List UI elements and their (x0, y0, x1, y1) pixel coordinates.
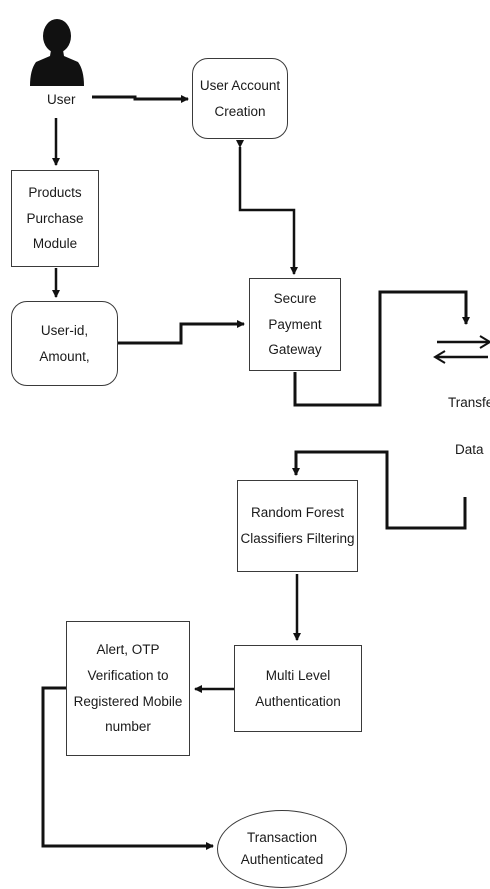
secure-payment-gateway-box: Secure Payment Gateway (249, 278, 341, 371)
alert-otp-line-2: Verification to (87, 667, 169, 683)
multi-level-line-1: Multi Level (265, 667, 331, 683)
random-forest-classifiers-box: Random Forest Classifiers Filtering (237, 480, 358, 572)
edge-user-amount-to-gateway (118, 320, 245, 345)
alert-otp-verification-box: Alert, OTP Verification to Registered Mo… (66, 621, 190, 756)
purchase-module-line-2: Purchase (26, 210, 84, 226)
user-id-amount-box: User-id, Amount, (11, 301, 118, 386)
edge-account-creation-to-gateway (236, 140, 298, 275)
transfer-label: Transfe (448, 395, 490, 410)
random-forest-line-1: Random Forest (250, 505, 345, 521)
multi-level-line-2: Authentication (255, 693, 341, 709)
user-label: User (47, 92, 76, 107)
edge-gateway-to-transfer (293, 290, 470, 407)
gateway-line-3: Gateway (268, 342, 322, 358)
user-silhouette-icon (30, 19, 84, 86)
edge-alert-to-transaction (41, 686, 214, 850)
purchase-module-line-3: Module (32, 236, 78, 252)
multi-level-authentication-box: Multi Level Authentication (234, 645, 362, 732)
user-account-creation-box: User Account Creation (192, 58, 288, 139)
user-amount-line-2: Amount, (39, 348, 90, 364)
products-purchase-module-box: Products Purchase Module (11, 170, 99, 267)
transfer-arrows-icon (433, 335, 490, 364)
alert-otp-line-3: Registered Mobile (73, 693, 183, 709)
gateway-line-2: Payment (268, 316, 322, 332)
edge-user-to-account-creation (92, 95, 189, 103)
purchase-module-line-1: Products (28, 185, 82, 201)
account-creation-line-2: Creation (214, 103, 266, 119)
edge-transfer-to-random-forest (292, 450, 467, 530)
alert-otp-line-1: Alert, OTP (96, 642, 160, 658)
gateway-line-1: Secure (273, 291, 317, 307)
random-forest-line-2: Classifiers Filtering (240, 531, 355, 546)
transaction-line-1: Transaction (246, 830, 318, 846)
account-creation-line-1: User Account (199, 77, 281, 93)
alert-otp-line-4: number (105, 719, 151, 735)
user-amount-line-1: User-id, (40, 322, 89, 338)
transaction-authenticated-ellipse: Transaction Authenticated (217, 810, 347, 888)
transaction-line-2: Authenticated (240, 852, 324, 867)
data-label: Data (455, 442, 484, 457)
